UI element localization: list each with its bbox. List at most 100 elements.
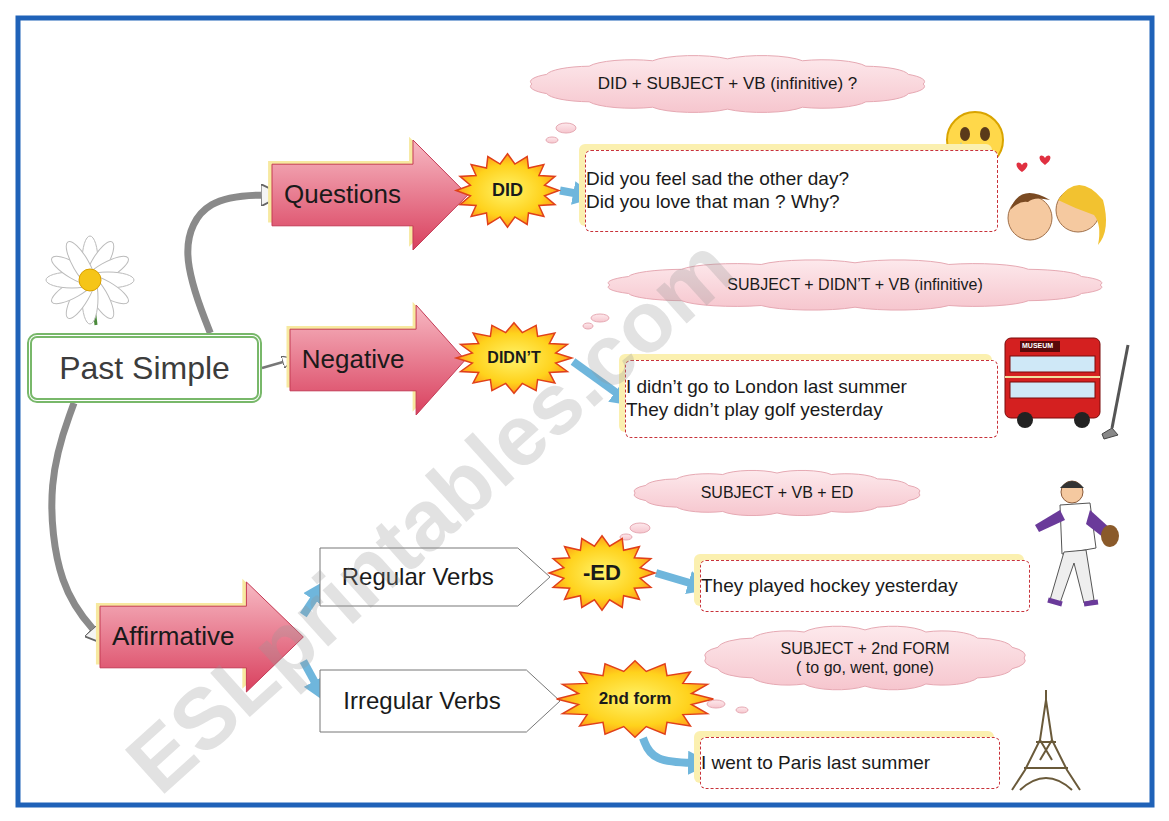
arrow-body <box>272 140 468 250</box>
baseball-player-icon <box>1061 481 1083 503</box>
connector-arrow <box>262 360 290 368</box>
eiffel-tower-icon <box>1012 690 1080 790</box>
thought-bubbles <box>556 123 576 133</box>
daisy-icon <box>46 236 134 325</box>
london-bus-icon <box>1005 338 1100 428</box>
baseball-player-icon <box>1060 481 1084 488</box>
example-box: They played hockey yesterday <box>700 560 1030 612</box>
node-text: DID + SUBJECT + VB (infinitive) ? <box>598 74 858 94</box>
thought-bubbles <box>591 314 609 322</box>
kissing-couple-icon <box>1058 185 1106 245</box>
block-arrow: Questions <box>272 140 468 250</box>
node-text: DID <box>492 180 523 202</box>
connector-arrow <box>560 191 585 196</box>
example-box: I didn’t go to London last summerThey di… <box>625 360 998 438</box>
connector-arrow <box>643 738 700 763</box>
london-bus-icon <box>1010 382 1095 398</box>
thought-cloud-outline <box>680 620 1050 696</box>
bus-sign-text: MUSEUM <box>1022 342 1053 349</box>
cloud-body <box>530 56 924 113</box>
kissing-couple-icon <box>1008 156 1106 245</box>
baseball-player-icon <box>1101 525 1119 547</box>
thought-cloud: DID + SUBJECT + VB (infinitive) ? <box>500 50 955 118</box>
node-text: SUBJECT + 2nd FORM <box>780 639 949 658</box>
connector-arrow <box>188 195 272 333</box>
london-bus-icon <box>1017 412 1033 428</box>
node-text: 2nd form <box>599 689 672 709</box>
baseball-player-icon <box>1050 550 1094 603</box>
pentagon-body <box>320 548 550 606</box>
node-text: Questions <box>284 179 401 210</box>
pentagon-body <box>320 670 560 732</box>
block-arrow: Negative <box>290 305 465 415</box>
cloud-body <box>634 470 920 515</box>
star-body <box>549 536 655 610</box>
daisy-icon <box>46 236 134 324</box>
connector-arrow <box>52 403 100 637</box>
star-body <box>557 661 714 737</box>
london-bus-icon <box>1020 341 1060 352</box>
baseball-player-icon <box>1035 481 1119 604</box>
node-text: Did you feel sad the other day? <box>586 168 849 191</box>
kissing-couple-icon <box>1017 163 1028 172</box>
node-text: Negative <box>302 344 405 375</box>
london-bus-icon <box>1005 338 1100 418</box>
node-text: Past Simple <box>59 349 230 387</box>
node-text: They played hockey yesterday <box>701 575 958 598</box>
node-text: Affirmative <box>112 621 234 652</box>
thought-cloud: SUBJECT + VB + ED <box>612 466 942 520</box>
arrow-body <box>290 305 465 415</box>
starburst: -ED <box>548 535 656 611</box>
block-arrow: Affirmative <box>100 582 303 692</box>
node-text: -ED <box>583 560 621 586</box>
london-bus-icon <box>1005 376 1100 378</box>
thought-bubbles <box>707 700 725 708</box>
sad-face-icon <box>980 127 990 141</box>
kissing-couple-icon <box>1040 156 1051 165</box>
golf-club-icon <box>1102 345 1128 439</box>
starburst: DIDN’T <box>455 322 573 394</box>
connector-arrow <box>303 661 320 692</box>
london-bus-icon <box>1074 412 1090 428</box>
page-frame <box>18 18 1152 805</box>
star-body <box>456 323 572 394</box>
example-box: Did you feel sad the other day?Did you l… <box>585 150 998 232</box>
starburst: 2nd form <box>555 660 715 738</box>
node-text: Did you love that man ? Why? <box>586 191 839 214</box>
golf-club-icon <box>1102 428 1118 439</box>
cloud-body <box>705 626 1025 690</box>
node-text: DIDN’T <box>487 348 540 367</box>
node-text: I went to Paris last summer <box>701 752 930 775</box>
daisy-icon <box>79 269 101 291</box>
eiffel-tower-icon <box>1012 700 1080 790</box>
starburst: DID <box>455 153 560 228</box>
baseball-player-icon <box>1048 600 1098 604</box>
node-text: Regular Verbs <box>342 563 494 592</box>
thought-cloud: SUBJECT + 2nd FORM( to go, went, gone) <box>680 620 1050 696</box>
thought-bubbles <box>630 523 650 533</box>
eiffel-tower-icon <box>1040 740 1052 760</box>
eiffel-tower-icon <box>1045 690 1047 700</box>
pointer-box: Regular Verbs <box>320 548 550 606</box>
title-box: Past Simple <box>27 333 262 403</box>
kissing-couple-icon <box>1010 193 1050 210</box>
golf-club-icon <box>1112 345 1128 428</box>
connector-arrow <box>303 590 320 615</box>
thought-bubbles <box>546 137 558 143</box>
pointer-box: Irregular Verbs <box>320 670 560 732</box>
london-bus-icon <box>1010 356 1095 372</box>
node-text: ( to go, went, gone) <box>796 658 934 677</box>
thought-cloud: SUBJECT + DIDN’T + VB (infinitive) <box>570 255 1140 315</box>
cloud-body <box>608 260 1102 310</box>
node-text: SUBJECT + VB + ED <box>701 483 854 502</box>
arrow-body <box>100 582 303 692</box>
thought-bubbles <box>583 323 593 329</box>
connector-arrow <box>573 362 625 399</box>
thought-bubbles <box>736 707 748 713</box>
node-text: SUBJECT + DIDN’T + VB (infinitive) <box>727 275 982 294</box>
baseball-player-icon <box>1035 510 1065 532</box>
star-body <box>456 154 559 228</box>
sad-face-icon <box>960 127 970 141</box>
node-text: I didn’t go to London last summer <box>626 376 907 399</box>
